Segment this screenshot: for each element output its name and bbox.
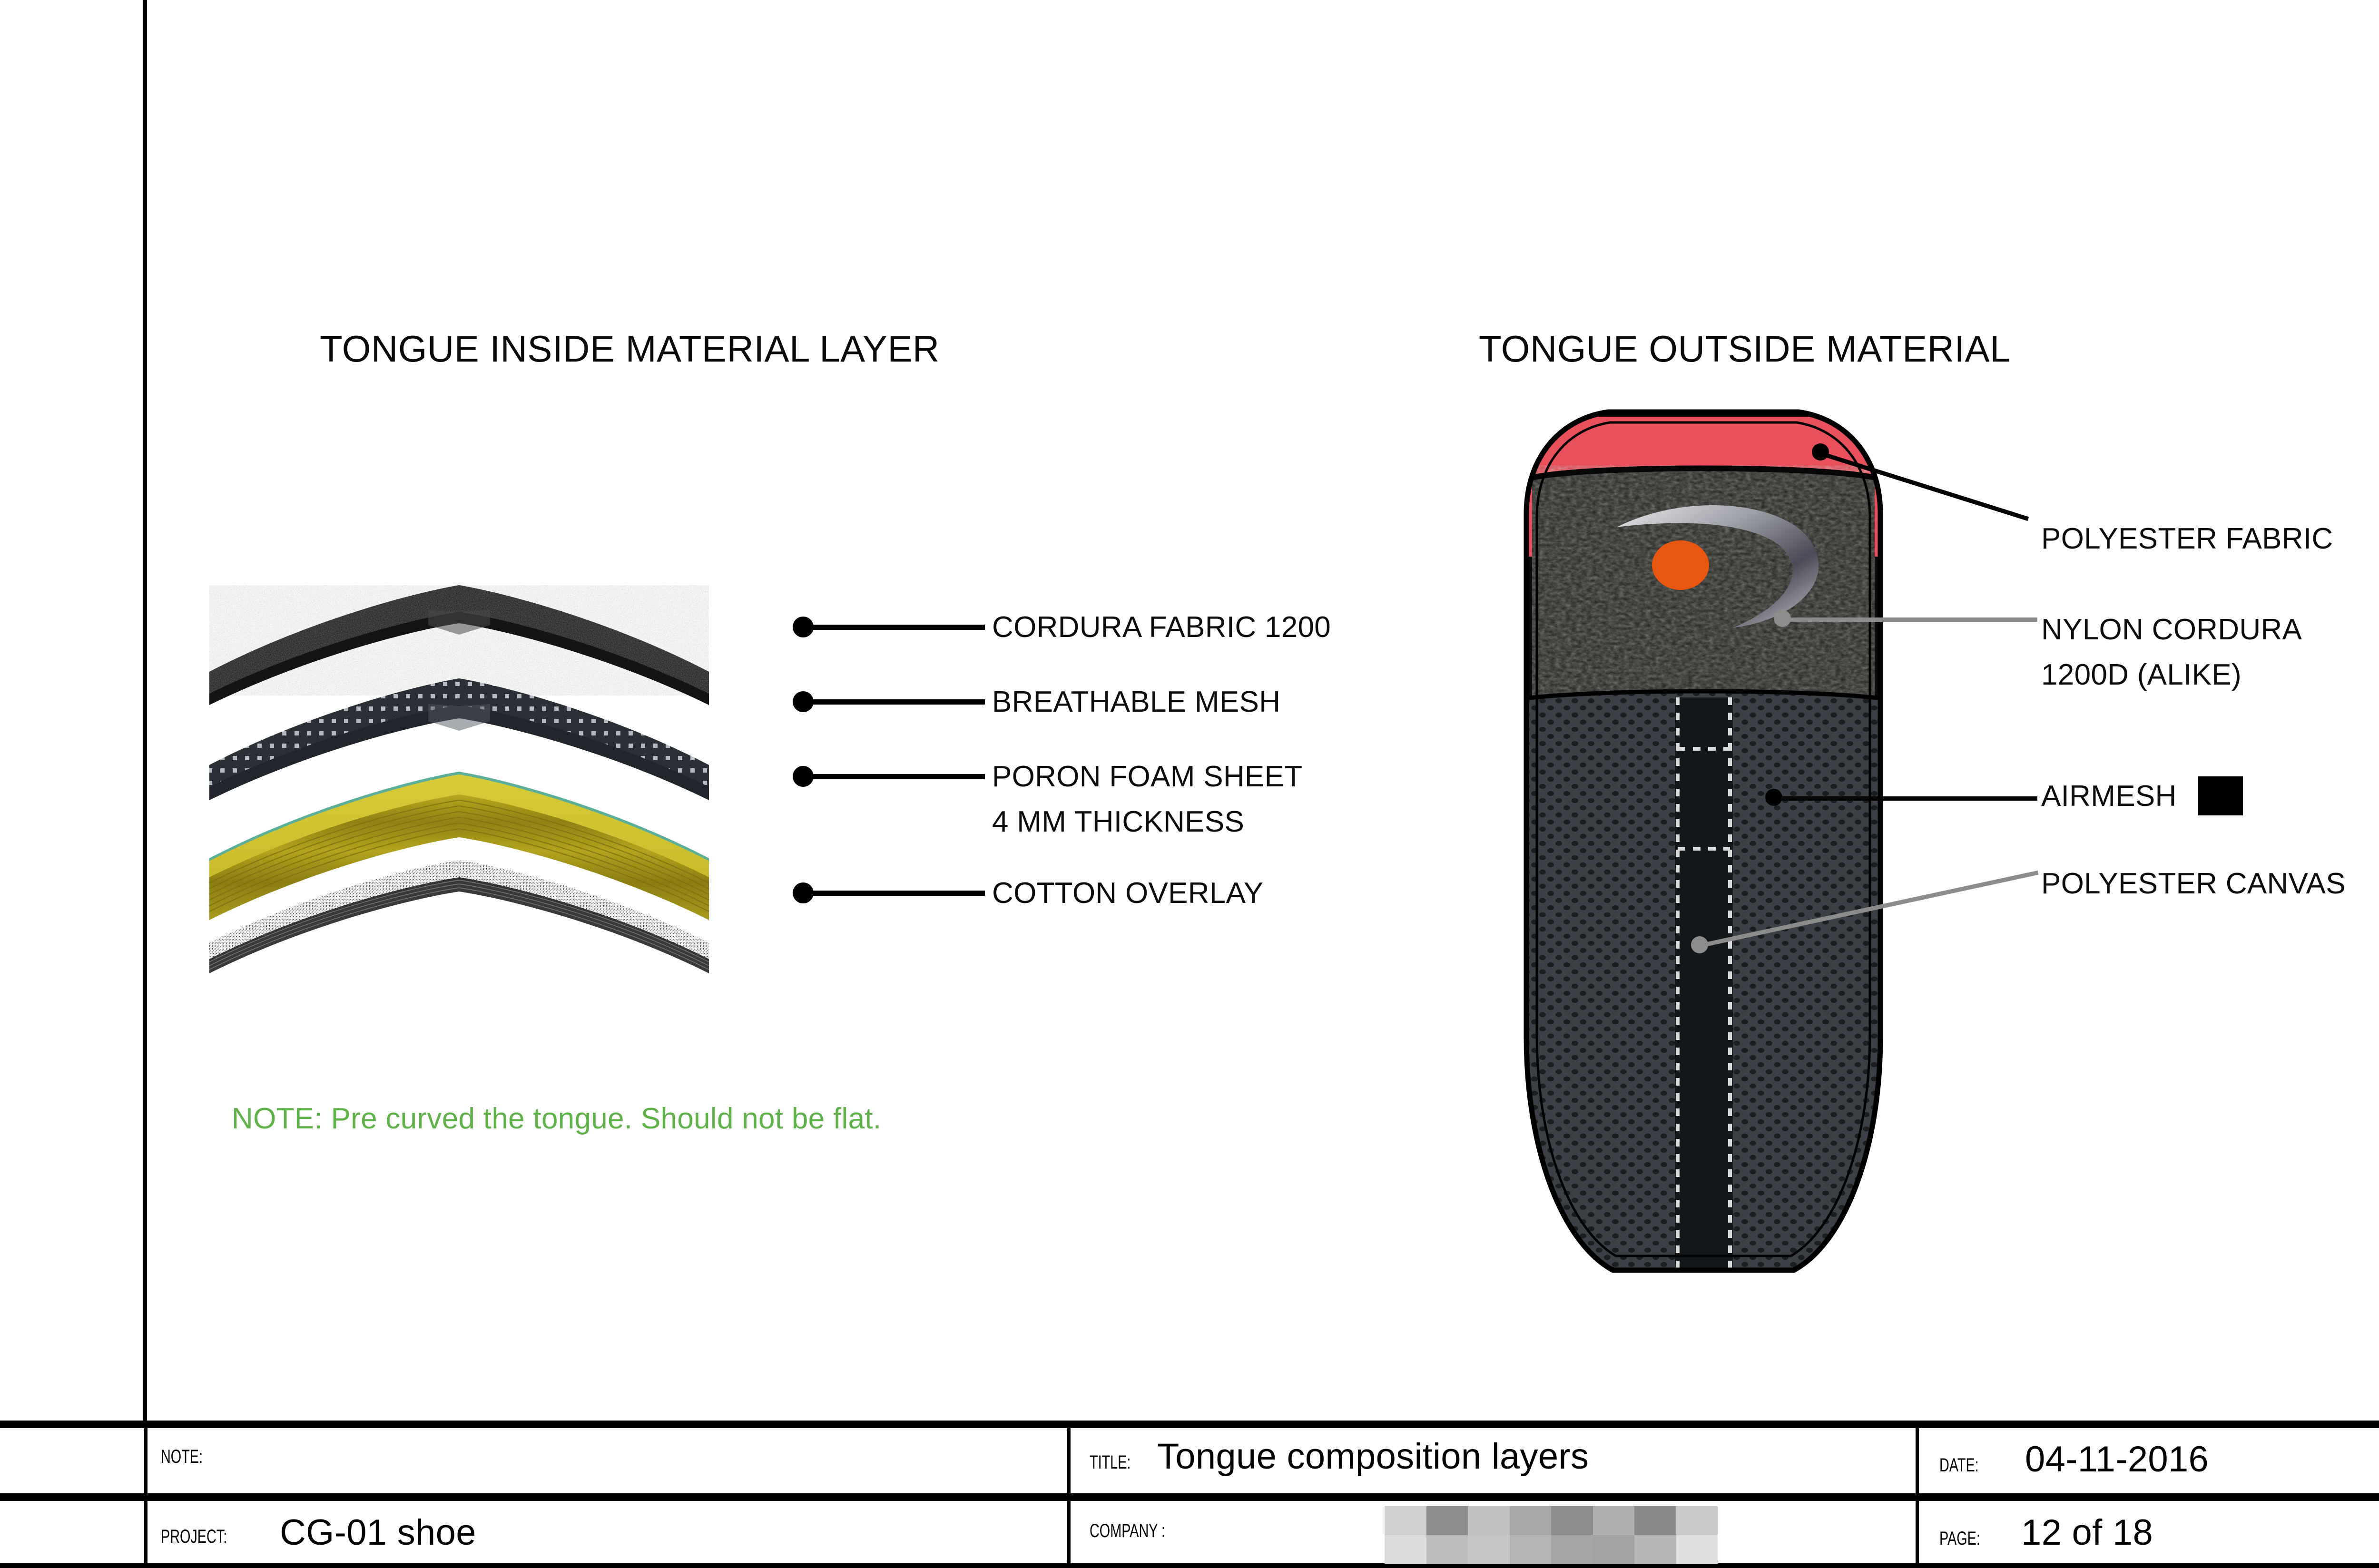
callout-label-nylon-cordura: NYLON CORDURA [2041,613,2302,646]
layer-cotton-overlay [209,860,709,973]
precurve-note: NOTE: Pre curved the tongue. Should not … [232,1102,882,1135]
tongue-outside-illustration [1465,404,1941,1299]
callout-label-mesh: BREATHABLE MESH [992,686,1281,718]
frame-left-border [143,0,147,1424]
layer-poron-foam [209,772,709,920]
page-title-right: TONGUE OUTSIDE MATERIAL [1479,328,2011,370]
callout-label-foam-thickness: 4 MM THICKNESS [992,805,1245,838]
titleblock-date-key: DATE: [1939,1455,1979,1476]
brand-dot-icon [1652,540,1709,590]
frame-titleblock-top-rule [0,1421,2379,1428]
callout-label-polyester-canvas: POLYESTER CANVAS [2041,867,2346,900]
titleblock-note-key: NOTE: [161,1446,203,1467]
leader-line-mesh [809,699,985,705]
leader-line-foam [809,774,985,779]
exploded-layer-stack [205,585,814,980]
airmesh-color-swatch [2198,776,2243,815]
callout-label-cordura: CORDURA FABRIC 1200 [992,611,1331,644]
frame-titleblock-col1 [144,1425,147,1568]
titleblock-project-key: PROJECT: [161,1526,227,1547]
callout-label-foam: PORON FOAM SHEET [992,760,1303,793]
leader-line-cotton [809,891,985,896]
frame-bottom-rule [0,1563,2379,1568]
callout-label-airmesh: AIRMESH [2041,780,2177,813]
leader-line-nylon-cordura [1781,617,2037,622]
callout-label-nylon-cordura-spec: 1200D (ALIKE) [2041,658,2241,691]
titleblock-date-value[interactable]: 04-11-2016 [2025,1439,2209,1480]
titleblock-title-key: TITLE: [1090,1452,1131,1473]
callout-label-cotton: COTTON OVERLAY [992,877,1264,910]
canvas-strip [1675,697,1733,1270]
layer-cordura [209,585,709,705]
stitch-lines [1676,697,1732,1270]
page-title-left: TONGUE INSIDE MATERIAL LAYER [320,328,940,370]
titleblock-page-key: PAGE: [1939,1528,1980,1549]
callout-label-polyester-fabric: POLYESTER FABRIC [2041,522,2333,555]
layer-breathable-mesh [209,678,709,800]
company-logo-redacted [1385,1506,1718,1564]
leader-line-airmesh [1773,796,2037,801]
frame-titleblock-col3 [1916,1425,1919,1568]
leader-line-cordura [809,625,985,630]
titleblock-page-value[interactable]: 12 of 18 [2021,1512,2153,1553]
titleblock-title-value[interactable]: Tongue composition layers [1157,1436,1589,1477]
frame-titleblock-mid-rule [0,1493,2379,1501]
titleblock-project-value[interactable]: CG-01 shoe [280,1512,476,1553]
brand-swoosh-icon [1617,505,1819,628]
frame-titleblock-col2 [1067,1425,1071,1568]
titleblock-company-key: COMPANY : [1090,1520,1165,1541]
